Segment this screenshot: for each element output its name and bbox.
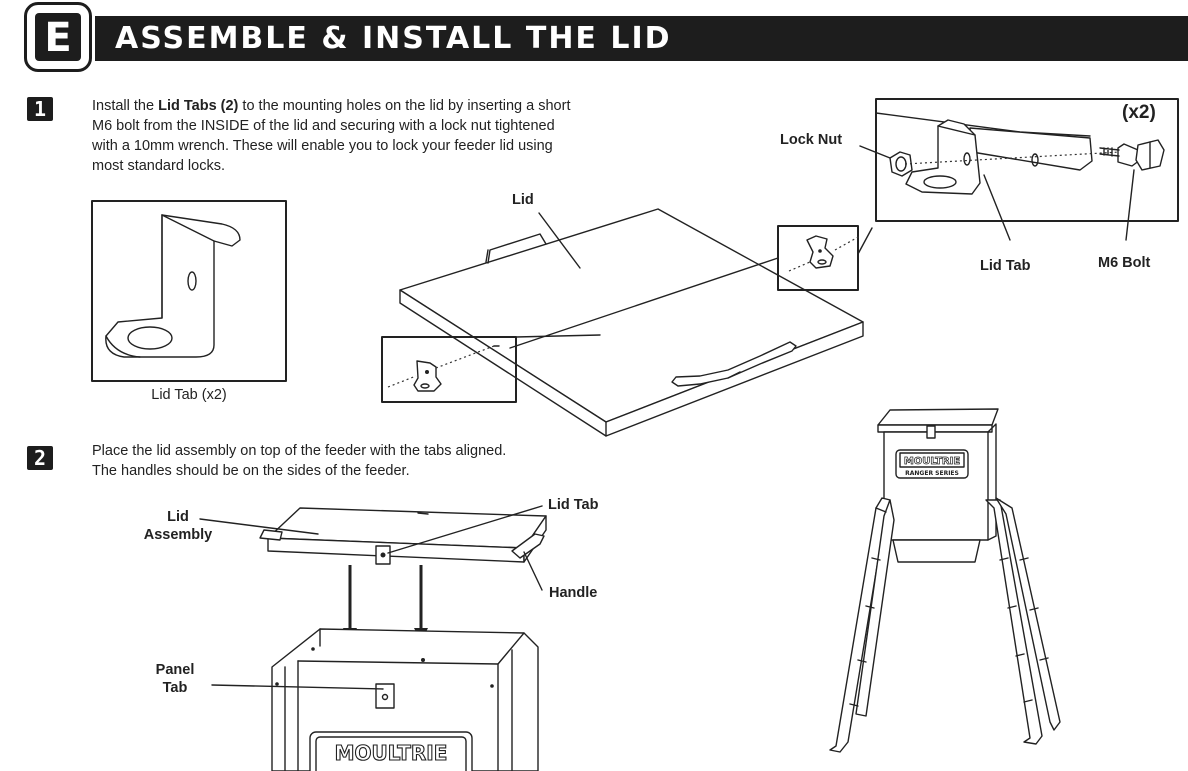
section-header: E ASSEMBLE & INSTALL THE LID: [0, 0, 1188, 72]
lock-nut-label: Lock Nut: [780, 132, 843, 148]
step-2-instructions: Place the lid assembly on top of the fee…: [92, 443, 507, 479]
panel-tab-label: Panel Tab: [155, 662, 195, 696]
bolt-detail: [859, 98, 1179, 241]
m6-bolt-label: M6 Bolt: [1098, 255, 1151, 271]
section-letter: E: [35, 13, 81, 61]
leader-lines: [199, 212, 581, 690]
feeder-brand-logo: MOULTRIE: [335, 741, 448, 765]
lid-label: Lid: [512, 192, 534, 208]
lid-assembly-drawing: [259, 507, 547, 565]
feeder-brand-sub: RANGER SERIES: [905, 470, 959, 477]
section-badge: E: [24, 2, 92, 72]
handle-label: Handle: [549, 585, 598, 601]
lid-tab-caption: Lid Tab (x2): [151, 387, 227, 403]
lid-tab-detail: [91, 200, 287, 382]
lid-tab-inset-left: [381, 334, 601, 403]
lid-assembly-label: Lid Assembly: [143, 509, 213, 543]
feeder-brand-logo-small: MOULTRIE: [904, 456, 961, 467]
step-1-number: 1: [27, 97, 53, 121]
quantity-label: (x2): [1122, 102, 1156, 123]
lid-drawing: [399, 208, 864, 437]
feeder-on-legs-drawing: MOULTRIE RANGER SERIES: [829, 408, 1061, 753]
page-title: ASSEMBLE & INSTALL THE LID: [115, 21, 672, 56]
header-bar: [95, 16, 1188, 61]
lid-tab-step2-label: Lid Tab: [548, 497, 599, 513]
lid-tabs-callout: Lid Tabs (2): [158, 98, 239, 114]
lid-tab-detail-label: Lid Tab: [980, 258, 1031, 274]
feeder-body-drawing: MOULTRIE: [271, 628, 539, 771]
step-2-number: 2: [27, 446, 53, 470]
lid-tab-inset-right: [509, 225, 873, 349]
step-1-instructions: Install the Lid Tabs (2) to the mounting…: [92, 98, 571, 174]
